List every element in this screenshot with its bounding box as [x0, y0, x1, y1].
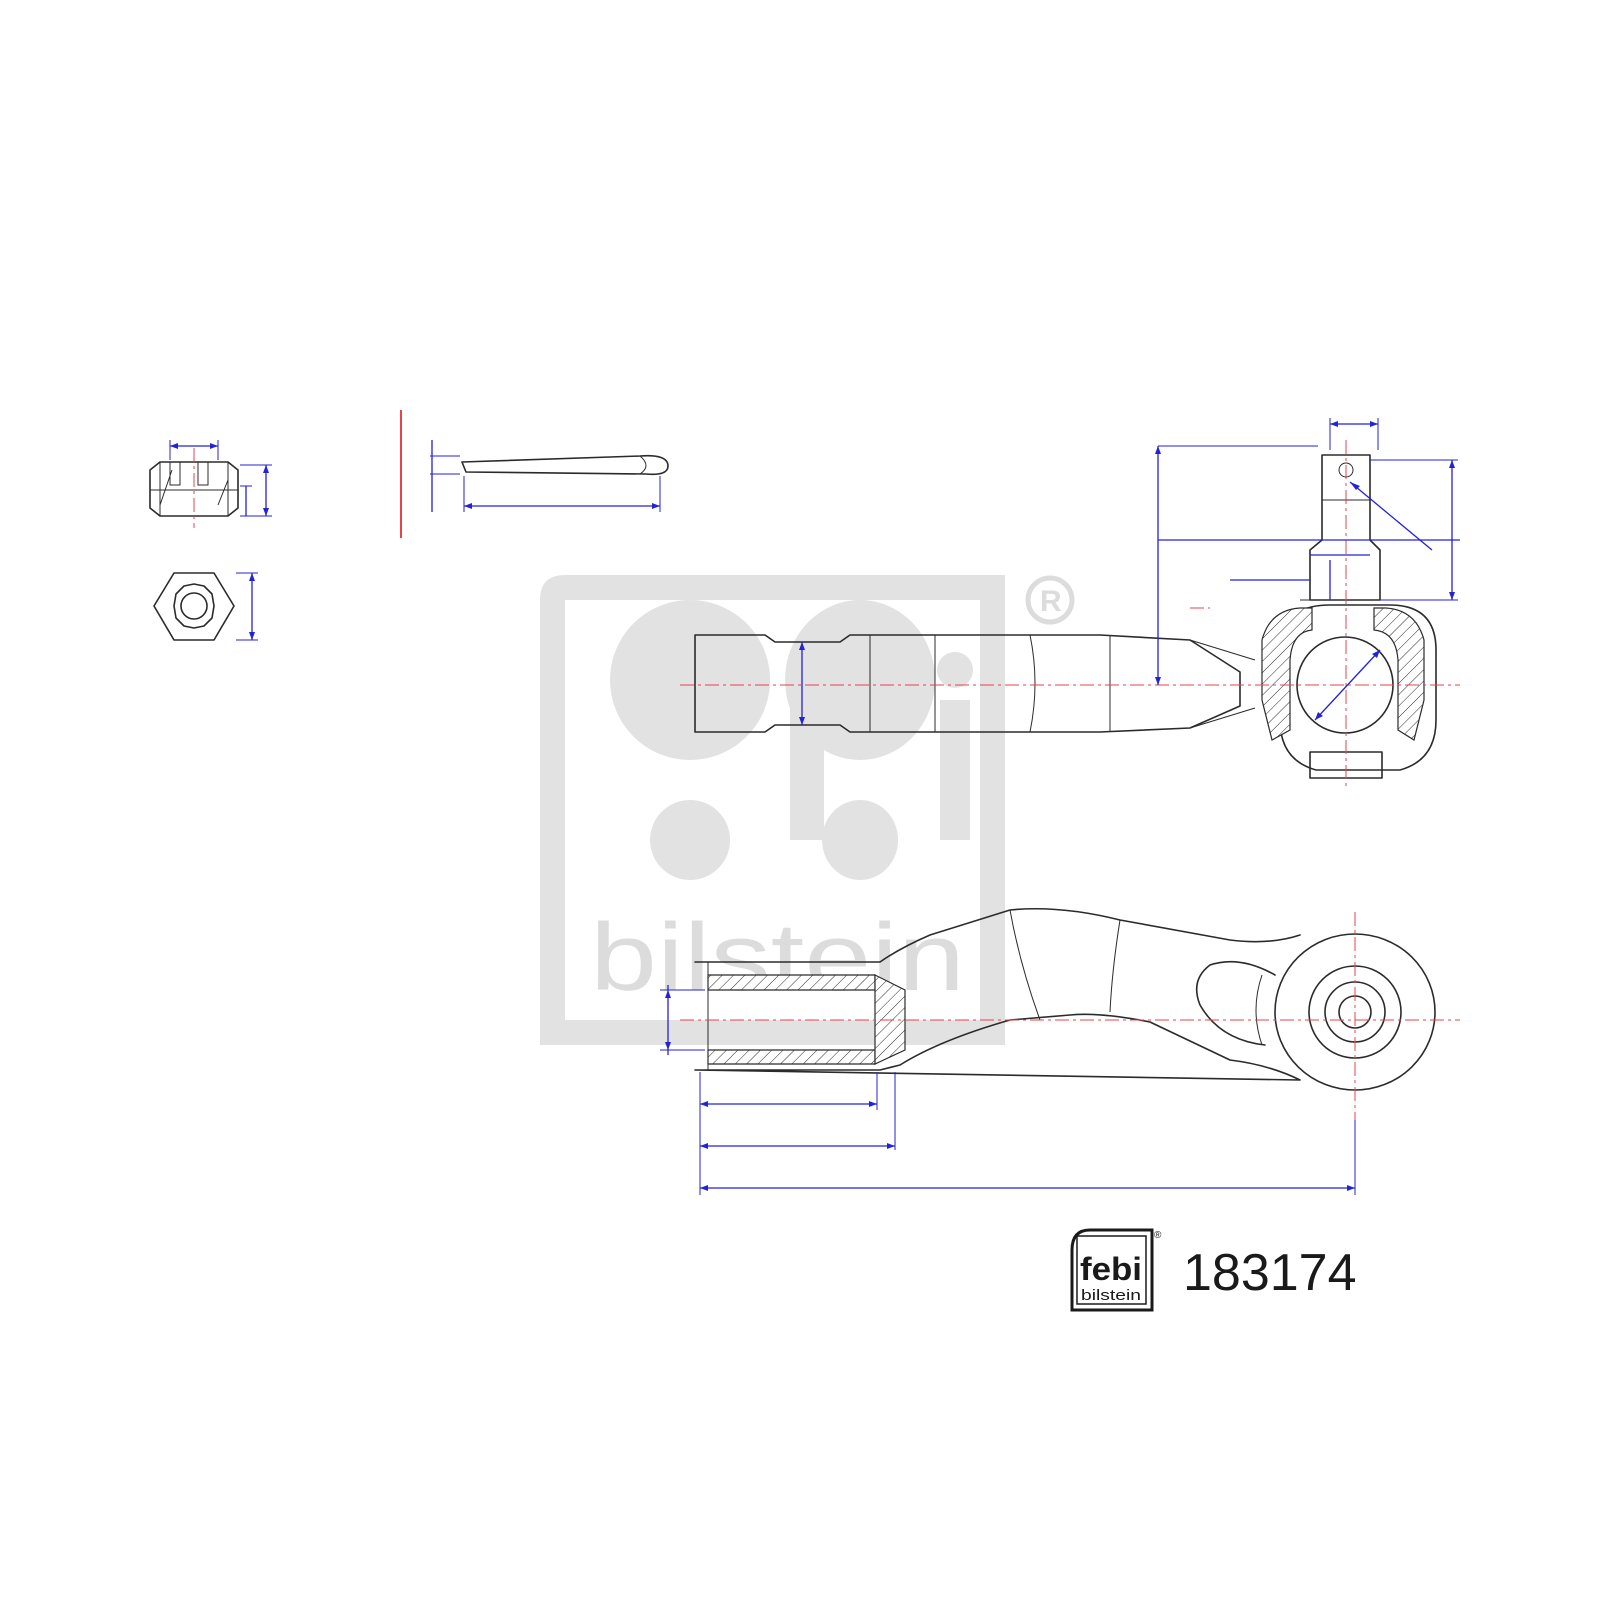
logo-brand-text: febi	[1080, 1251, 1142, 1287]
logo-registered-mark: ®	[1154, 1230, 1162, 1241]
part-number: 183174	[1183, 1244, 1357, 1302]
castle-nut-top-view	[153, 572, 258, 641]
castle-nut-side-view	[149, 440, 272, 528]
tie-rod-end-side-view	[660, 907, 1460, 1195]
logo-sub-text: bilstein	[1081, 1287, 1141, 1304]
watermark-sub-text: bilstein	[590, 904, 965, 1011]
watermark-registered-letter: R	[1040, 585, 1062, 618]
tie-rod-end-top-view	[680, 418, 1460, 790]
cotter-pin	[400, 410, 669, 538]
brand-logo: febi bilstein ®	[1070, 1228, 1162, 1312]
watermark-letters	[610, 600, 973, 881]
watermark-registered-icon	[1025, 575, 1075, 625]
